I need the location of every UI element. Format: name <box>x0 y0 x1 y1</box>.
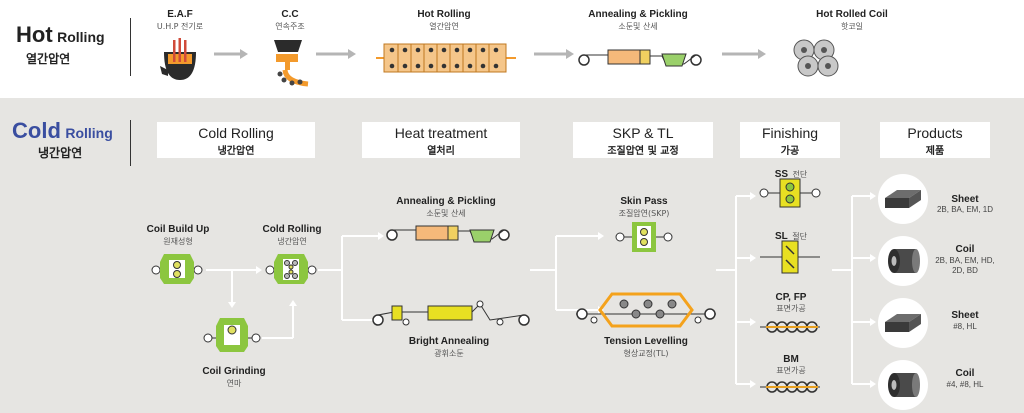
bright-annealing-sub: 광휘소둔 <box>434 349 464 358</box>
product-1-grades: 2B, BA, EM, 1D <box>936 205 994 214</box>
coil-build-up-icon <box>151 254 203 284</box>
cold-rolling-sub: 냉간압연 <box>277 237 307 246</box>
product-2-name: Coil <box>955 244 975 255</box>
hot-rolling-section: Hot Rolling 열간압연 E.A.F U.H.P 전기로 C.C 연속주… <box>0 0 1024 98</box>
hot-title-big: Hot <box>16 22 53 47</box>
finishing-cpfp-sub: 표면가공 <box>776 304 806 313</box>
finishing-sl-sub: 절단 <box>792 232 807 241</box>
cold-title-ko: 냉간압연 <box>38 146 83 160</box>
product-3-name: Sheet <box>951 310 979 321</box>
finishing-bm-sub: 표면가공 <box>776 366 806 375</box>
header-skp-tl-ko: 조질압연 및 교정 <box>607 146 679 157</box>
finishing-cpfp-name: CP, FP <box>775 292 807 303</box>
hot-title-small: Rolling <box>57 29 105 45</box>
annealing-pickling-line-icon <box>578 49 702 67</box>
bright-annealing-line-icon <box>372 300 530 326</box>
hot-title-ko: 열간압연 <box>26 52 71 66</box>
tension-levelling-sub: 형상교정(TL) <box>623 349 669 358</box>
header-cold-rolling: Cold Rolling 냉간압연 <box>157 122 315 158</box>
skin-pass-name: Skin Pass <box>620 196 668 207</box>
cold-divider <box>130 120 131 166</box>
header-finishing: Finishing 가공 <box>740 122 840 158</box>
cold-rolling-name: Cold Rolling <box>262 224 322 235</box>
coil-icon <box>888 249 920 273</box>
hot-step-ap-name: Annealing & Pickling <box>588 9 688 20</box>
header-products-ko: 제품 <box>925 146 945 157</box>
header-products-en: Products <box>907 125 963 141</box>
finishing-sl-label: SL 절단 <box>756 226 826 244</box>
tension-levelling-name: Tension Levelling <box>604 336 688 347</box>
hot-flow-arrows <box>214 49 766 59</box>
finishing-ss-sub: 전단 <box>792 170 808 179</box>
coil-build-up-sub: 원재성형 <box>163 237 193 246</box>
furnace-icon <box>160 38 196 80</box>
header-products: Products 제품 <box>880 122 990 158</box>
hot-step-hot-rolling-sub: 열간압연 <box>429 22 459 31</box>
hot-step-eaf-name: E.A.F <box>167 9 193 20</box>
header-finishing-en: Finishing <box>761 125 819 141</box>
hot-step-cc-name: C.C <box>281 9 299 20</box>
hot-rolling-mill-icon <box>376 43 516 73</box>
coil-grinding-icon <box>203 318 261 352</box>
shear-icon <box>759 178 821 208</box>
header-cold-rolling-ko: 냉간압연 <box>217 146 255 157</box>
product-1-name: Sheet <box>951 194 979 205</box>
cold-rolling-title: Cold Rolling 냉간압연 <box>12 118 122 161</box>
hot-step-coil-sub: 핫코일 <box>840 22 864 31</box>
product-2-grades: 2B, BA, EM, HD, 2D, BD <box>935 256 995 275</box>
hot-step-cc-sub: 연속주조 <box>275 22 305 31</box>
continuous-casting-icon <box>274 40 309 87</box>
hot-divider <box>130 18 131 76</box>
product-4-grades: #4, #8, HL <box>946 380 984 389</box>
header-skp-tl-en: SKP & TL <box>612 125 674 141</box>
header-heat-treatment-en: Heat treatment <box>394 125 488 141</box>
cold-rolling-mill-icon <box>265 254 317 284</box>
finishing-bm-name: BM <box>783 354 799 365</box>
tension-levelling-icon <box>576 292 716 328</box>
cold-rolling-section: Cold Rolling 냉간압연 Cold Rolling 냉간압연 Heat… <box>0 98 1024 413</box>
skin-pass-icon <box>615 222 673 252</box>
finishing-ss-name: SS <box>774 169 789 180</box>
hot-step-coil-name: Hot Rolled Coil <box>816 9 888 20</box>
finishing-ss-label: SS 전단 <box>756 164 826 182</box>
header-finishing-ko: 가공 <box>780 146 800 157</box>
hot-step-ap-sub: 소둔및 산세 <box>618 22 658 31</box>
coil-grinding-name: Coil Grinding <box>202 366 266 377</box>
coil-icon <box>888 373 920 397</box>
product-4-name: Coil <box>955 368 975 379</box>
hot-rolling-title: Hot Rolling 열간압연 <box>16 22 116 67</box>
cold-title-big: Cold <box>12 118 61 143</box>
buffing-line-icon <box>760 381 820 393</box>
annealing-pickling-sub: 소둔및 산세 <box>426 209 466 218</box>
header-skp-tl: SKP & TL 조질압연 및 교정 <box>573 122 713 158</box>
hot-step-hot-rolling-name: Hot Rolling <box>417 9 471 20</box>
finishing-cpfp-label: CP, FP 표면가공 <box>756 292 826 314</box>
bright-annealing-name: Bright Annealing <box>408 336 490 347</box>
product-3-grades: #8, HL <box>953 322 977 331</box>
header-heat-treatment: Heat treatment 열처리 <box>362 122 520 158</box>
annealing-pickling-line-icon <box>386 225 510 243</box>
slitter-icon <box>760 240 820 274</box>
skin-pass-sub: 조질압연(SKP) <box>618 209 670 218</box>
sheet-stack-icon <box>885 314 921 332</box>
polishing-line-icon <box>760 321 820 333</box>
header-cold-rolling-en: Cold Rolling <box>198 125 274 141</box>
sheet-stack-icon <box>885 190 921 208</box>
finishing-bm-label: BM 표면가공 <box>756 354 826 376</box>
finishing-sl-name: SL <box>775 231 788 242</box>
coil-stack-icon <box>793 39 839 77</box>
coil-build-up-name: Coil Build Up <box>146 224 210 235</box>
header-heat-treatment-ko: 열처리 <box>427 146 455 157</box>
cold-title-small: Rolling <box>65 125 113 141</box>
hot-step-eaf-sub: U.H.P 전기로 <box>156 22 204 31</box>
annealing-pickling-name: Annealing & Pickling <box>396 196 496 207</box>
coil-grinding-sub: 연마 <box>226 379 242 388</box>
